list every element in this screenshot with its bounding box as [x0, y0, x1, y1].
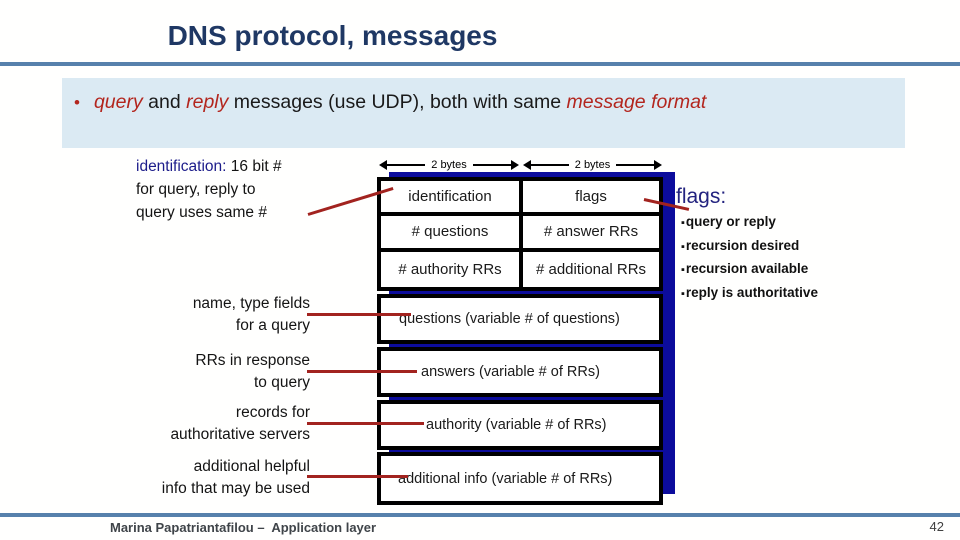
annotation-additional-line2: info that may be used	[161, 480, 310, 497]
section-questions: questions (variable # of questions)	[377, 294, 663, 344]
annotation-authority-line2: authoritative servers	[170, 426, 310, 443]
identification-term: identification:	[136, 158, 227, 175]
byte-label-left: 2 bytes	[431, 159, 467, 171]
annotation-identification-line1: identification: 16 bit #	[136, 155, 346, 178]
arrow-line	[616, 164, 654, 166]
connector-answers	[307, 370, 417, 373]
page-title: DNS protocol, messages	[167, 20, 498, 51]
section-authority: authority (variable # of RRs)	[377, 400, 663, 450]
square-bullet-icon: ▪	[681, 217, 685, 229]
section-additional-info: additional info (variable # of RRs)	[377, 452, 663, 505]
annotation-answers-line2: to query	[253, 374, 310, 391]
bullet-marker: •	[74, 93, 80, 112]
arrow-right-icon	[654, 160, 662, 170]
key-point-banner: • query and reply messages (use UDP), bot…	[62, 78, 905, 148]
annotation-questions-line2: for a query	[235, 317, 310, 334]
flag-item-recursion-desired: ▪recursion desired	[681, 235, 881, 259]
connector-questions	[307, 313, 411, 316]
annotation-questions-line1: name, type fields	[192, 295, 310, 312]
dns-header-grid: identification flags # questions # answe…	[377, 177, 663, 291]
bullet-part-reply: reply	[186, 91, 229, 113]
byte-label-right: 2 bytes	[574, 159, 611, 171]
arrow-line	[472, 164, 511, 166]
flag-item-label: recursion available	[685, 261, 809, 276]
identification-rest: 16 bit #	[226, 158, 282, 175]
square-bullet-icon: ▪	[681, 240, 685, 253]
bullet-part-query: query	[93, 91, 143, 113]
flag-item-label: recursion desired	[685, 237, 800, 253]
flag-item-query-or-reply: ▪query or reply	[681, 211, 881, 235]
arrow-right-icon	[511, 160, 519, 170]
bullet-part-and: and	[142, 91, 187, 113]
annotation-additional-line1: additional helpful	[193, 458, 310, 475]
connector-authority	[307, 422, 424, 425]
byte-width-arrow-right: 2 bytes	[523, 158, 662, 172]
section-answers: answers (variable # of RRs)	[377, 347, 663, 397]
connector-additional	[307, 475, 408, 478]
arrow-line	[387, 164, 426, 166]
annotation-identification-line3: query uses same #	[136, 204, 267, 221]
cell-identification: identification	[381, 181, 523, 217]
square-bullet-icon: ▪	[681, 264, 685, 276]
annotation-questions: name, type fields for a query	[90, 293, 310, 337]
annotation-identification-line2: for query, reply to	[136, 181, 256, 198]
cell-flags: flags	[523, 181, 659, 217]
annotation-authority: records for authoritative servers	[90, 402, 310, 446]
flags-list: ▪query or reply ▪recursion desired ▪recu…	[681, 211, 881, 305]
footer-author: Marina Papatriantafilou – Application la…	[110, 520, 377, 535]
bullet-part-message-format: message format	[566, 91, 707, 113]
flag-item-label: query or reply	[685, 214, 776, 229]
annotation-answers: RRs in response to query	[90, 350, 310, 394]
flag-item-recursion-available: ▪recursion available	[681, 258, 881, 282]
cell-num-additional-rrs: # additional RRs	[523, 251, 659, 287]
arrow-left-icon	[523, 160, 531, 170]
annotation-authority-line1: records for	[235, 404, 310, 421]
annotation-identification: identification: 16 bit # for query, repl…	[136, 155, 346, 224]
cell-num-answer-rrs: # answer RRs	[523, 216, 659, 252]
page-number: 42	[929, 519, 944, 534]
arrow-left-icon	[379, 160, 387, 170]
key-point-text: • query and reply messages (use UDP), bot…	[74, 91, 894, 114]
arrow-line	[531, 164, 569, 166]
byte-width-arrow-left: 2 bytes	[379, 158, 519, 172]
annotation-answers-line1: RRs in response	[195, 352, 310, 369]
square-bullet-icon: ▪	[681, 287, 685, 300]
cell-num-questions: # questions	[381, 216, 523, 252]
flags-heading: flags:	[676, 185, 727, 208]
flag-item-reply-authoritative: ▪reply is authoritative	[681, 282, 881, 306]
bullet-part-middle: messages (use UDP), both with same	[228, 91, 567, 113]
cell-num-authority-rrs: # authority RRs	[381, 251, 523, 287]
flag-item-label: reply is authoritative	[685, 284, 818, 300]
title-divider	[0, 62, 960, 66]
footer-divider	[0, 513, 960, 517]
annotation-additional: additional helpful info that may be used	[90, 456, 310, 500]
